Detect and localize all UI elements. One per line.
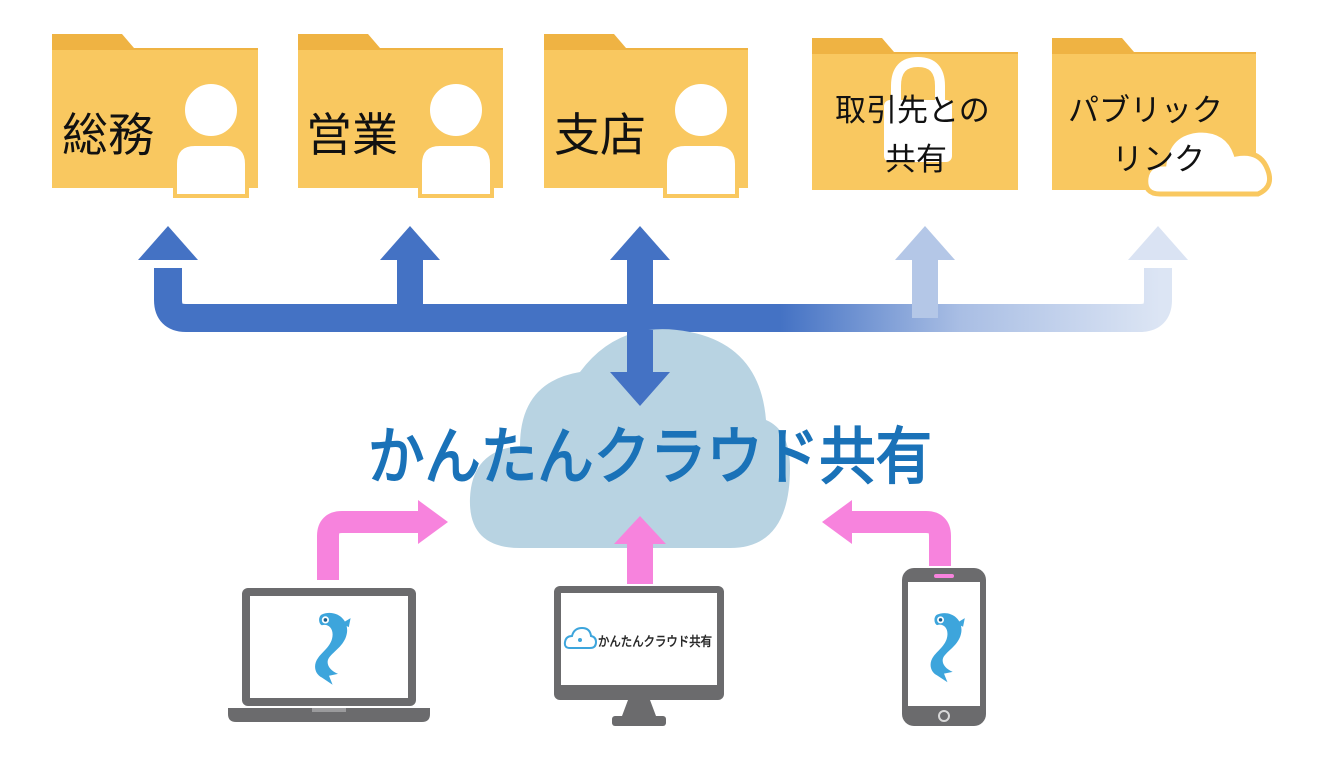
arrow-head-soumu: [138, 226, 198, 260]
upload-arrow-laptop-head: [418, 500, 448, 544]
folder-label-soumu: 総務: [62, 108, 154, 162]
arrow-head-eigyou: [380, 226, 440, 260]
arrow-stem-down: [627, 330, 653, 378]
folder-public-link: パブリック リンク: [1052, 38, 1273, 197]
monitor-device: かんたんクラウド共有: [554, 586, 724, 726]
folder-label-public-link: パブリック リンク: [1068, 93, 1233, 178]
arrow-head-partner: [895, 226, 955, 260]
arrow-head-down: [610, 372, 670, 406]
monitor-screen: [561, 593, 717, 685]
bus-line: [154, 268, 1172, 332]
arrow-head-public: [1128, 226, 1188, 260]
lock-icon: [884, 56, 952, 162]
person-icon: [663, 80, 739, 198]
folder-label-partner-share: 取引先との 共有: [835, 93, 1000, 178]
person-icon: [418, 80, 494, 198]
upload-arrows: [317, 500, 951, 584]
upload-arrow-monitor-head: [614, 516, 666, 544]
cloud-logo-icon: [563, 626, 598, 649]
upload-arrow-laptop: [317, 511, 420, 580]
phone-home-button: [938, 710, 950, 722]
folder-shiten: 支店: [544, 34, 748, 198]
upload-arrow-monitor: [627, 540, 653, 584]
folder-partner-share: 取引先との 共有: [812, 38, 1018, 190]
folder-label-eigyou: 営業: [306, 108, 398, 162]
upload-arrow-phone: [850, 511, 951, 566]
folder-label-shiten: 支店: [554, 108, 646, 162]
arrow-head-shiten: [610, 226, 670, 260]
arrow-stem-partner: [912, 258, 938, 318]
monitor-screen-text: かんたんクラウド共有: [598, 634, 712, 650]
cloud-icon: [1143, 127, 1273, 197]
person-icon: [173, 80, 249, 198]
phone-screen: [908, 582, 980, 706]
central-cloud: [469, 329, 790, 548]
phone-device: [902, 568, 986, 726]
center-title: かんたんクラウド共有: [368, 420, 932, 493]
folder-soumu: 総務: [52, 34, 258, 198]
arrow-stem-eigyou: [397, 258, 423, 318]
upload-arrow-phone-head: [822, 500, 852, 544]
folder-eigyou: 営業: [298, 34, 503, 198]
laptop-device: [228, 588, 430, 722]
